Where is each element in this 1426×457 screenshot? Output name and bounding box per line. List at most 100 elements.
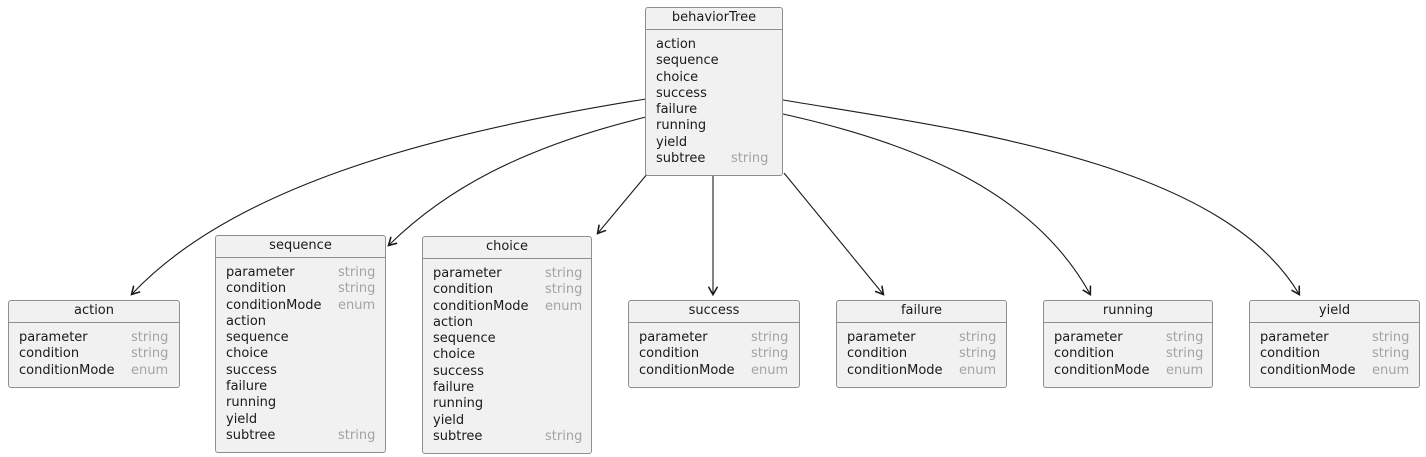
field-row: running	[656, 118, 774, 134]
field-name: running	[226, 395, 277, 411]
field-name: conditionMode	[226, 297, 322, 313]
field-row: action	[226, 314, 377, 330]
field-row: parameter string	[226, 265, 377, 281]
field-name: success	[433, 363, 484, 379]
field-row: parameter string	[639, 330, 791, 346]
field-name: parameter	[19, 330, 88, 345]
field-name: running	[433, 396, 484, 412]
field-row: sequence	[226, 330, 377, 346]
edge-behaviorTree-to-yield	[782, 99, 1301, 296]
node-title-failure: failure	[837, 301, 1006, 323]
field-name: condition	[226, 281, 287, 297]
field-name: yield	[226, 411, 258, 427]
field-type: string	[545, 282, 583, 298]
field-row: condition string	[847, 346, 998, 362]
field-name: parameter	[639, 330, 708, 345]
field-row: parameter string	[19, 330, 171, 346]
field-name: conditionMode	[639, 362, 735, 378]
field-name: success	[226, 362, 277, 378]
field-row: parameter string	[1054, 330, 1204, 346]
field-name: parameter	[1054, 330, 1123, 345]
field-type: string	[131, 346, 169, 362]
field-row: conditionMode enum	[847, 363, 998, 379]
field-row: choice	[433, 347, 583, 363]
field-name: choice	[226, 346, 269, 362]
edge-behaviorTree-to-failure	[783, 172, 885, 296]
field-row: condition string	[433, 282, 583, 298]
field-type: enum	[751, 362, 789, 378]
node-title-choice: choice	[423, 237, 591, 259]
field-row: action	[656, 37, 774, 53]
field-row: running	[433, 396, 583, 412]
field-row: failure	[656, 102, 774, 118]
field-type: string	[131, 330, 169, 345]
field-type: string	[959, 346, 997, 362]
field-name: condition	[1054, 346, 1115, 362]
field-type: enum	[545, 298, 583, 314]
field-name: conditionMode	[847, 362, 943, 378]
field-name: conditionMode	[433, 298, 529, 314]
node-title-action: action	[9, 301, 179, 323]
field-name: parameter	[226, 265, 295, 280]
field-row: yield	[656, 135, 774, 151]
field-name: parameter	[847, 330, 916, 345]
field-name: parameter	[1260, 330, 1329, 345]
field-type: string	[338, 427, 376, 443]
field-type: string	[545, 266, 583, 281]
field-name: failure	[433, 380, 475, 396]
field-type: string	[959, 330, 997, 345]
field-name: failure	[656, 102, 698, 118]
field-row: parameter string	[847, 330, 998, 346]
field-name: success	[656, 85, 707, 101]
field-type: enum	[959, 362, 997, 378]
field-name: conditionMode	[19, 362, 115, 378]
field-name: choice	[433, 347, 476, 363]
field-row: sequence	[433, 331, 583, 347]
field-type: string	[1166, 330, 1204, 345]
field-row: running	[226, 395, 377, 411]
field-type: enum	[131, 362, 169, 378]
field-row: sequence	[656, 53, 774, 69]
field-row: success	[433, 364, 583, 380]
edge-behaviorTree-to-action	[130, 98, 647, 296]
field-type: string	[1372, 330, 1410, 345]
field-type: string	[338, 265, 376, 280]
field-name: yield	[656, 134, 688, 150]
field-row: failure	[433, 380, 583, 396]
edge-behaviorTree-to-sequence	[387, 116, 647, 247]
field-row: yield	[433, 413, 583, 429]
field-name: condition	[847, 346, 908, 362]
field-row: conditionMode enum	[19, 363, 171, 379]
field-type: string	[1372, 346, 1410, 362]
field-row: failure	[226, 379, 377, 395]
field-name: condition	[433, 282, 494, 298]
field-type: string	[731, 151, 769, 167]
field-name: sequence	[656, 53, 719, 69]
field-name: sequence	[433, 331, 496, 347]
field-name: running	[656, 118, 707, 134]
field-row: success	[226, 363, 377, 379]
field-row: conditionMode enum	[433, 299, 583, 315]
field-type: string	[751, 330, 789, 345]
edge-behaviorTree-to-running	[782, 113, 1092, 297]
field-row: choice	[656, 70, 774, 86]
edge-behaviorTree-to-choice	[596, 172, 649, 235]
